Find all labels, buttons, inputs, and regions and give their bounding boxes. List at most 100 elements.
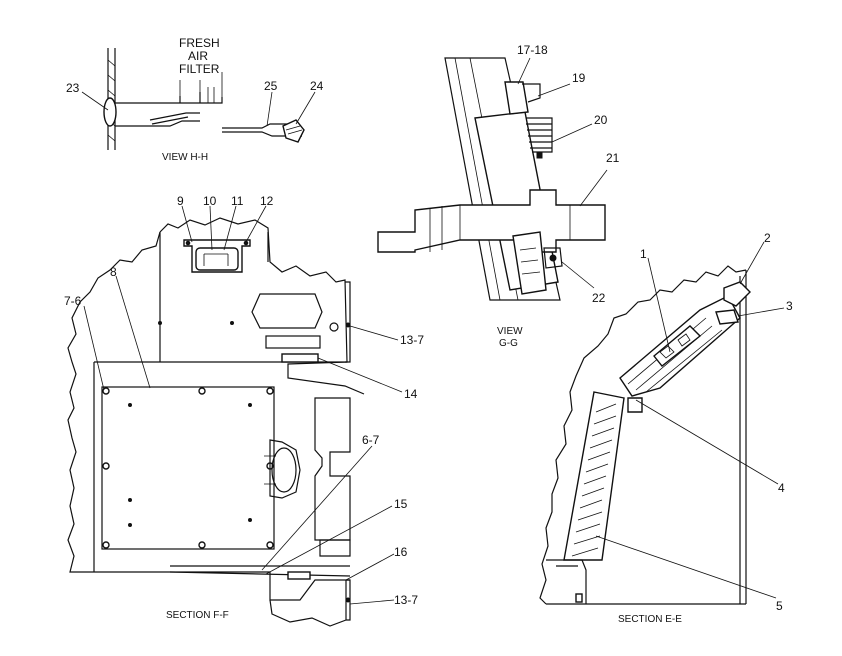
callout-3: 3 (786, 299, 793, 313)
view-gg-leader-19 (537, 83, 571, 97)
section-ee-leader-4 (635, 399, 779, 485)
section-ff-caption: SECTION F-F (166, 610, 229, 621)
view-h-h: FRESH AIR FILTER 23 25 24 VIEW H-H (66, 36, 324, 163)
section-ee-right-wall (739, 270, 747, 604)
section-ff-leader-10 (209, 205, 213, 251)
section-f-f: 9 10 11 12 8 7-6 13-7 14 6-7 15 16 13-7 … (64, 194, 424, 627)
callout-2: 2 (764, 231, 771, 245)
view-hh-duct-clamp-lines (285, 125, 303, 135)
view-hh-duct-clamp (282, 119, 305, 143)
section-ff-bottom-rail (169, 565, 351, 601)
view-gg-caption-1: VIEW (497, 326, 523, 337)
view-gg-leader-20 (551, 123, 593, 143)
callout-12: 12 (260, 194, 274, 208)
section-e-e: 1 2 3 4 5 SECTION E-E (539, 231, 793, 625)
view-gg-bottom-clamp (543, 247, 563, 269)
section-ff-leader-7-6 (83, 305, 105, 391)
section-ff-plate-dots (128, 403, 252, 527)
callout-17-18: 17-18 (517, 43, 548, 57)
callout-14: 14 (404, 387, 418, 401)
view-hh-filter-housing (115, 92, 223, 127)
view-gg-leader-17-18 (517, 57, 531, 85)
view-hh-leader-24 (295, 91, 316, 125)
section-ff-dot-a (158, 321, 162, 325)
callout-19: 19 (572, 71, 586, 85)
section-ee-break-outline (539, 265, 747, 605)
callout-7-6: 7-6 (64, 294, 82, 308)
view-hh-leader-25 (266, 91, 273, 127)
section-ee-top-cap (723, 281, 751, 307)
callout-21: 21 (606, 151, 620, 165)
view-hh-filter-clip (149, 112, 200, 125)
section-ff-bottom-block (287, 571, 311, 580)
view-gg-bolt (549, 254, 557, 262)
callout-5: 5 (776, 599, 783, 613)
section-ff-right-bracket (345, 281, 351, 363)
callout-9: 9 (177, 194, 184, 208)
section-ff-break-outline (67, 217, 365, 573)
section-ee-side-bracket (715, 309, 739, 325)
view-gg-louver-bolt (536, 152, 543, 159)
section-ff-top-band (159, 232, 269, 362)
section-ee-base-block (575, 593, 583, 603)
callout-1: 1 (640, 247, 647, 261)
section-ff-right-bolt (345, 322, 351, 328)
view-gg-louver (526, 117, 553, 153)
view-gg-top-bracket (522, 83, 541, 103)
section-ff-vent-inner (203, 253, 229, 266)
callout-11: 11 (231, 194, 244, 208)
section-ee-leader-2 (739, 241, 765, 285)
callout-22: 22 (592, 291, 606, 305)
section-ff-lower-inner (319, 539, 351, 557)
section-ff-lower-break (269, 580, 347, 627)
section-ff-oval (271, 447, 297, 493)
section-ff-strip (281, 353, 319, 363)
section-ff-oval-cutout (269, 439, 301, 499)
section-ee-base (546, 559, 587, 604)
section-ff-main-panel (93, 361, 347, 573)
section-ee-leader-5 (595, 535, 777, 599)
view-g-g: 17-18 19 20 21 22 VIEW G-G (377, 43, 620, 349)
section-ff-leader-11 (223, 205, 237, 251)
section-ee-lower-panel (563, 391, 625, 561)
callout-20: 20 (594, 113, 608, 127)
section-ff-oval-brace (264, 455, 276, 485)
callout-24: 24 (310, 79, 324, 93)
section-ff-leader-8 (115, 275, 151, 389)
view-hh-caption: VIEW H-H (162, 152, 208, 163)
section-ff-leader-12 (245, 205, 267, 243)
section-ff-dot-b (230, 321, 234, 325)
view-hh-leader-23 (81, 91, 109, 111)
section-ff-leader-16 (345, 553, 395, 581)
view-hh-knob (103, 97, 117, 127)
section-ff-cover-plate (101, 386, 275, 550)
section-ee-leader-1 (647, 257, 671, 353)
section-ee-panel-clip (627, 397, 643, 413)
section-ff-leader-13-7b (349, 599, 395, 605)
section-ff-small-hole (329, 322, 339, 332)
view-hh-filter-label-2: AIR (188, 49, 208, 63)
view-hh-filter-bars (179, 72, 223, 103)
section-ff-plate-bolts (102, 387, 274, 549)
callout-8: 8 (110, 265, 117, 279)
view-gg-top-fitting (504, 81, 529, 115)
section-ff-leader-13-7a (349, 325, 399, 341)
section-ee-hatching (571, 403, 617, 557)
callout-16: 16 (394, 545, 408, 559)
view-gg-bottom-fitting (512, 231, 547, 295)
view-gg-shaft-lines (429, 205, 571, 252)
section-ff-vent-bolt-left (185, 240, 191, 246)
section-ff-lower-bolt (345, 597, 351, 603)
callout-23: 23 (66, 81, 80, 95)
callout-6-7: 6-7 (362, 433, 380, 447)
section-ff-hex-cutout (251, 293, 323, 329)
callout-13-7-upper: 13-7 (400, 333, 424, 347)
view-hh-filter-label-3: FILTER (179, 62, 220, 76)
section-ff-leader-6-7 (261, 445, 373, 571)
section-ff-vent-opening (195, 247, 239, 271)
section-ee-caption: SECTION E-E (618, 614, 682, 625)
view-gg-leader-22 (561, 261, 595, 289)
view-hh-filter-label-1: FRESH (179, 36, 220, 50)
